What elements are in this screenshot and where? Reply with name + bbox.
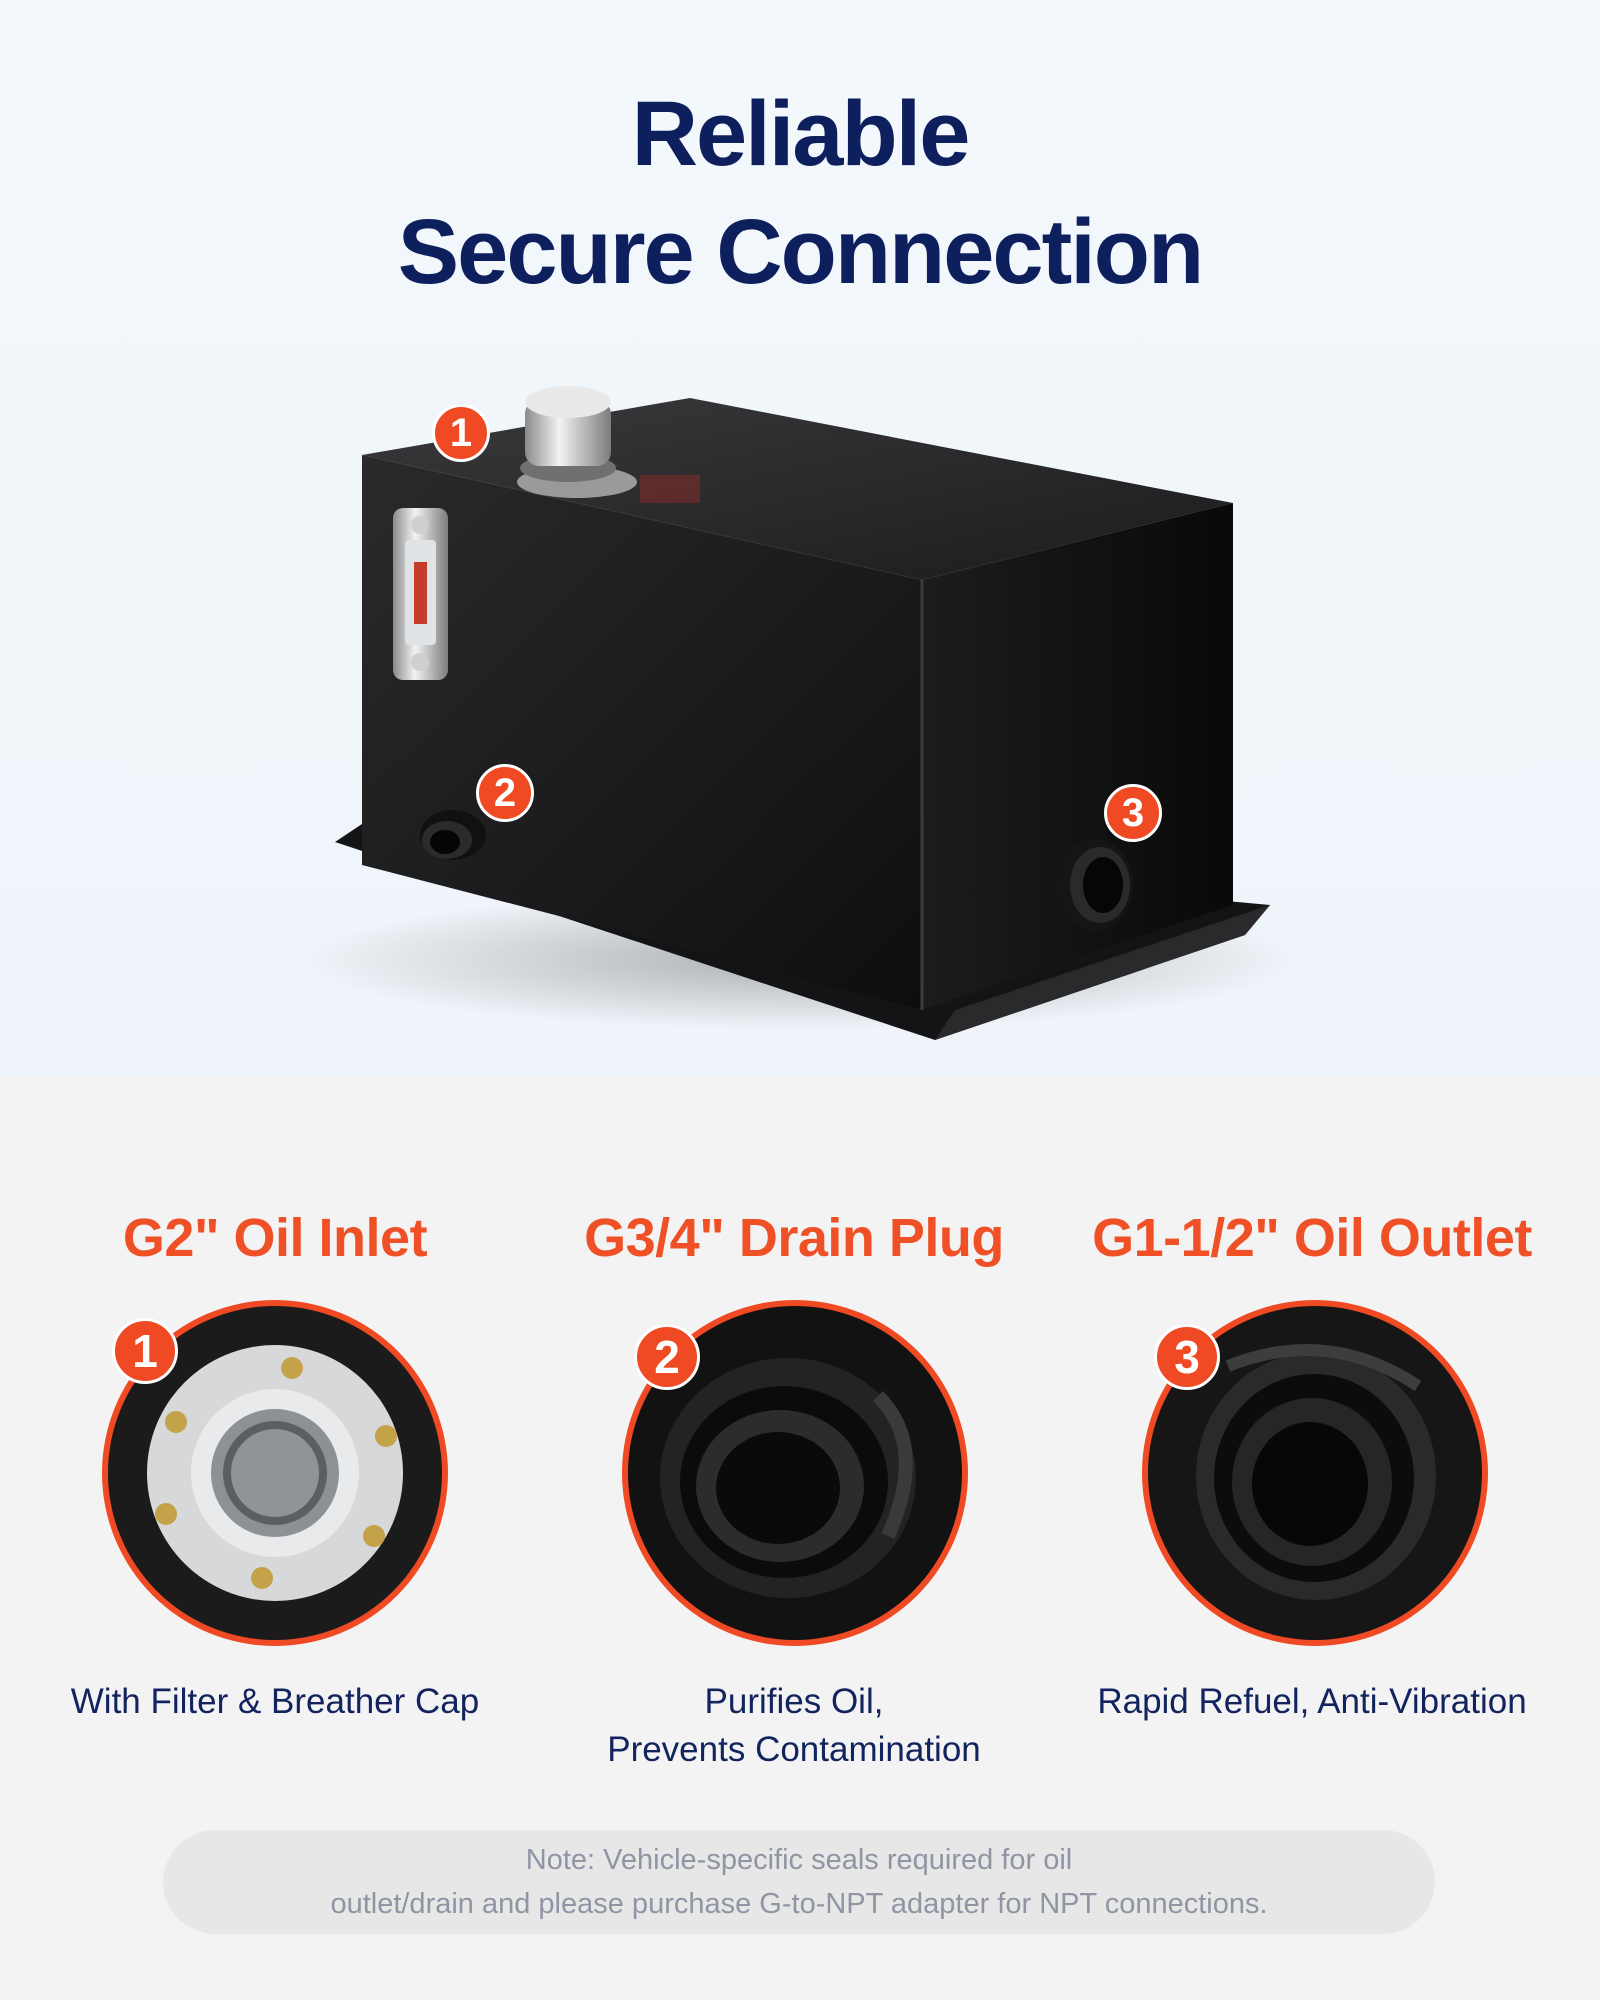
note-line-1: Note: Vehicle-specific seals required fo… [525,1844,1073,1876]
drain-port-icon [628,1306,962,1640]
outlet-port-icon [1148,1306,1482,1640]
hero-badge-3: 3 [1104,784,1162,842]
feature-desc-oil-inlet: With Filter & Breather Cap [15,1678,535,1726]
feature-desc-oil-outlet: Rapid Refuel, Anti-Vibration [1052,1678,1572,1726]
filter-cap-icon [108,1306,442,1640]
feature-desc-line: With Filter & Breather Cap [70,1682,480,1721]
feature-title-drain-plug: G3/4" Drain Plug [584,1208,1004,1268]
feature-title-oil-inlet: G2" Oil Inlet [122,1208,428,1268]
feature-desc-line: Prevents Contamination [607,1730,981,1769]
feature-title-oil-outlet: G1-1/2" Oil Outlet [1092,1208,1532,1268]
feature-image-drain-plug: 2 [622,1300,968,1646]
feature-badge-2: 2 [634,1324,700,1390]
feature-badge-1: 1 [112,1318,178,1384]
note-line-2: outlet/drain and please purchase G-to-NP… [330,1888,1268,1920]
feature-desc-line: Rapid Refuel, Anti-Vibration [1097,1682,1527,1721]
oil-tank-image [300,398,1300,1040]
hero-badge-1: 1 [432,404,490,462]
page-title-line2: Secure Connection [397,201,1204,303]
feature-desc-drain-plug: Purifies Oil, Prevents Contamination [534,1678,1054,1774]
note-banner: Note: Vehicle-specific seals required fo… [163,1830,1435,1934]
feature-badge-3: 3 [1154,1324,1220,1390]
hero-badge-2: 2 [476,764,534,822]
feature-image-oil-inlet: 1 [102,1300,448,1646]
feature-desc-line: Purifies Oil, [704,1682,884,1721]
page-title-line1: Reliable [631,83,971,185]
feature-image-oil-outlet: 3 [1142,1300,1488,1646]
